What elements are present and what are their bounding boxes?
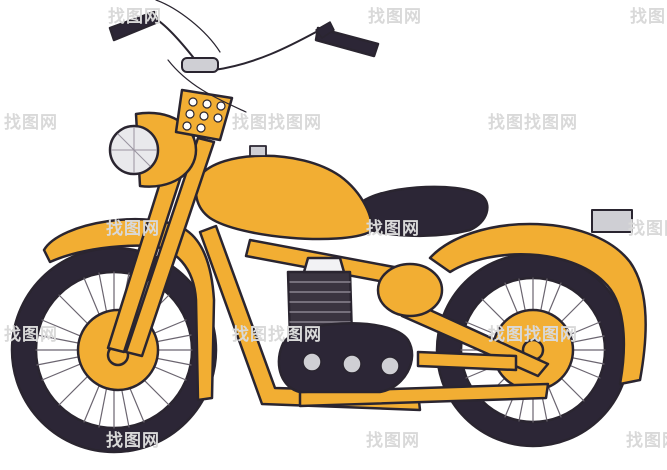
cooling-fins <box>289 281 351 323</box>
engine-bolt <box>342 354 362 374</box>
engine <box>277 256 414 394</box>
right-grip <box>314 26 380 58</box>
seat <box>352 185 489 237</box>
number-plate <box>174 88 234 142</box>
left-grip <box>108 10 160 42</box>
handlebars <box>146 0 320 113</box>
rear-fender <box>428 222 647 386</box>
front-fender <box>42 218 216 402</box>
fuel-tank <box>194 154 373 241</box>
side-cover <box>376 262 444 318</box>
rear-wheel <box>435 252 631 448</box>
handlebar-clamp <box>181 57 219 73</box>
engine-bolt <box>380 356 400 376</box>
brake-lever <box>315 21 335 39</box>
engine-head <box>302 256 346 274</box>
fuel-cap <box>249 145 267 157</box>
engine-bolt <box>302 352 322 372</box>
tail-light <box>591 209 633 233</box>
